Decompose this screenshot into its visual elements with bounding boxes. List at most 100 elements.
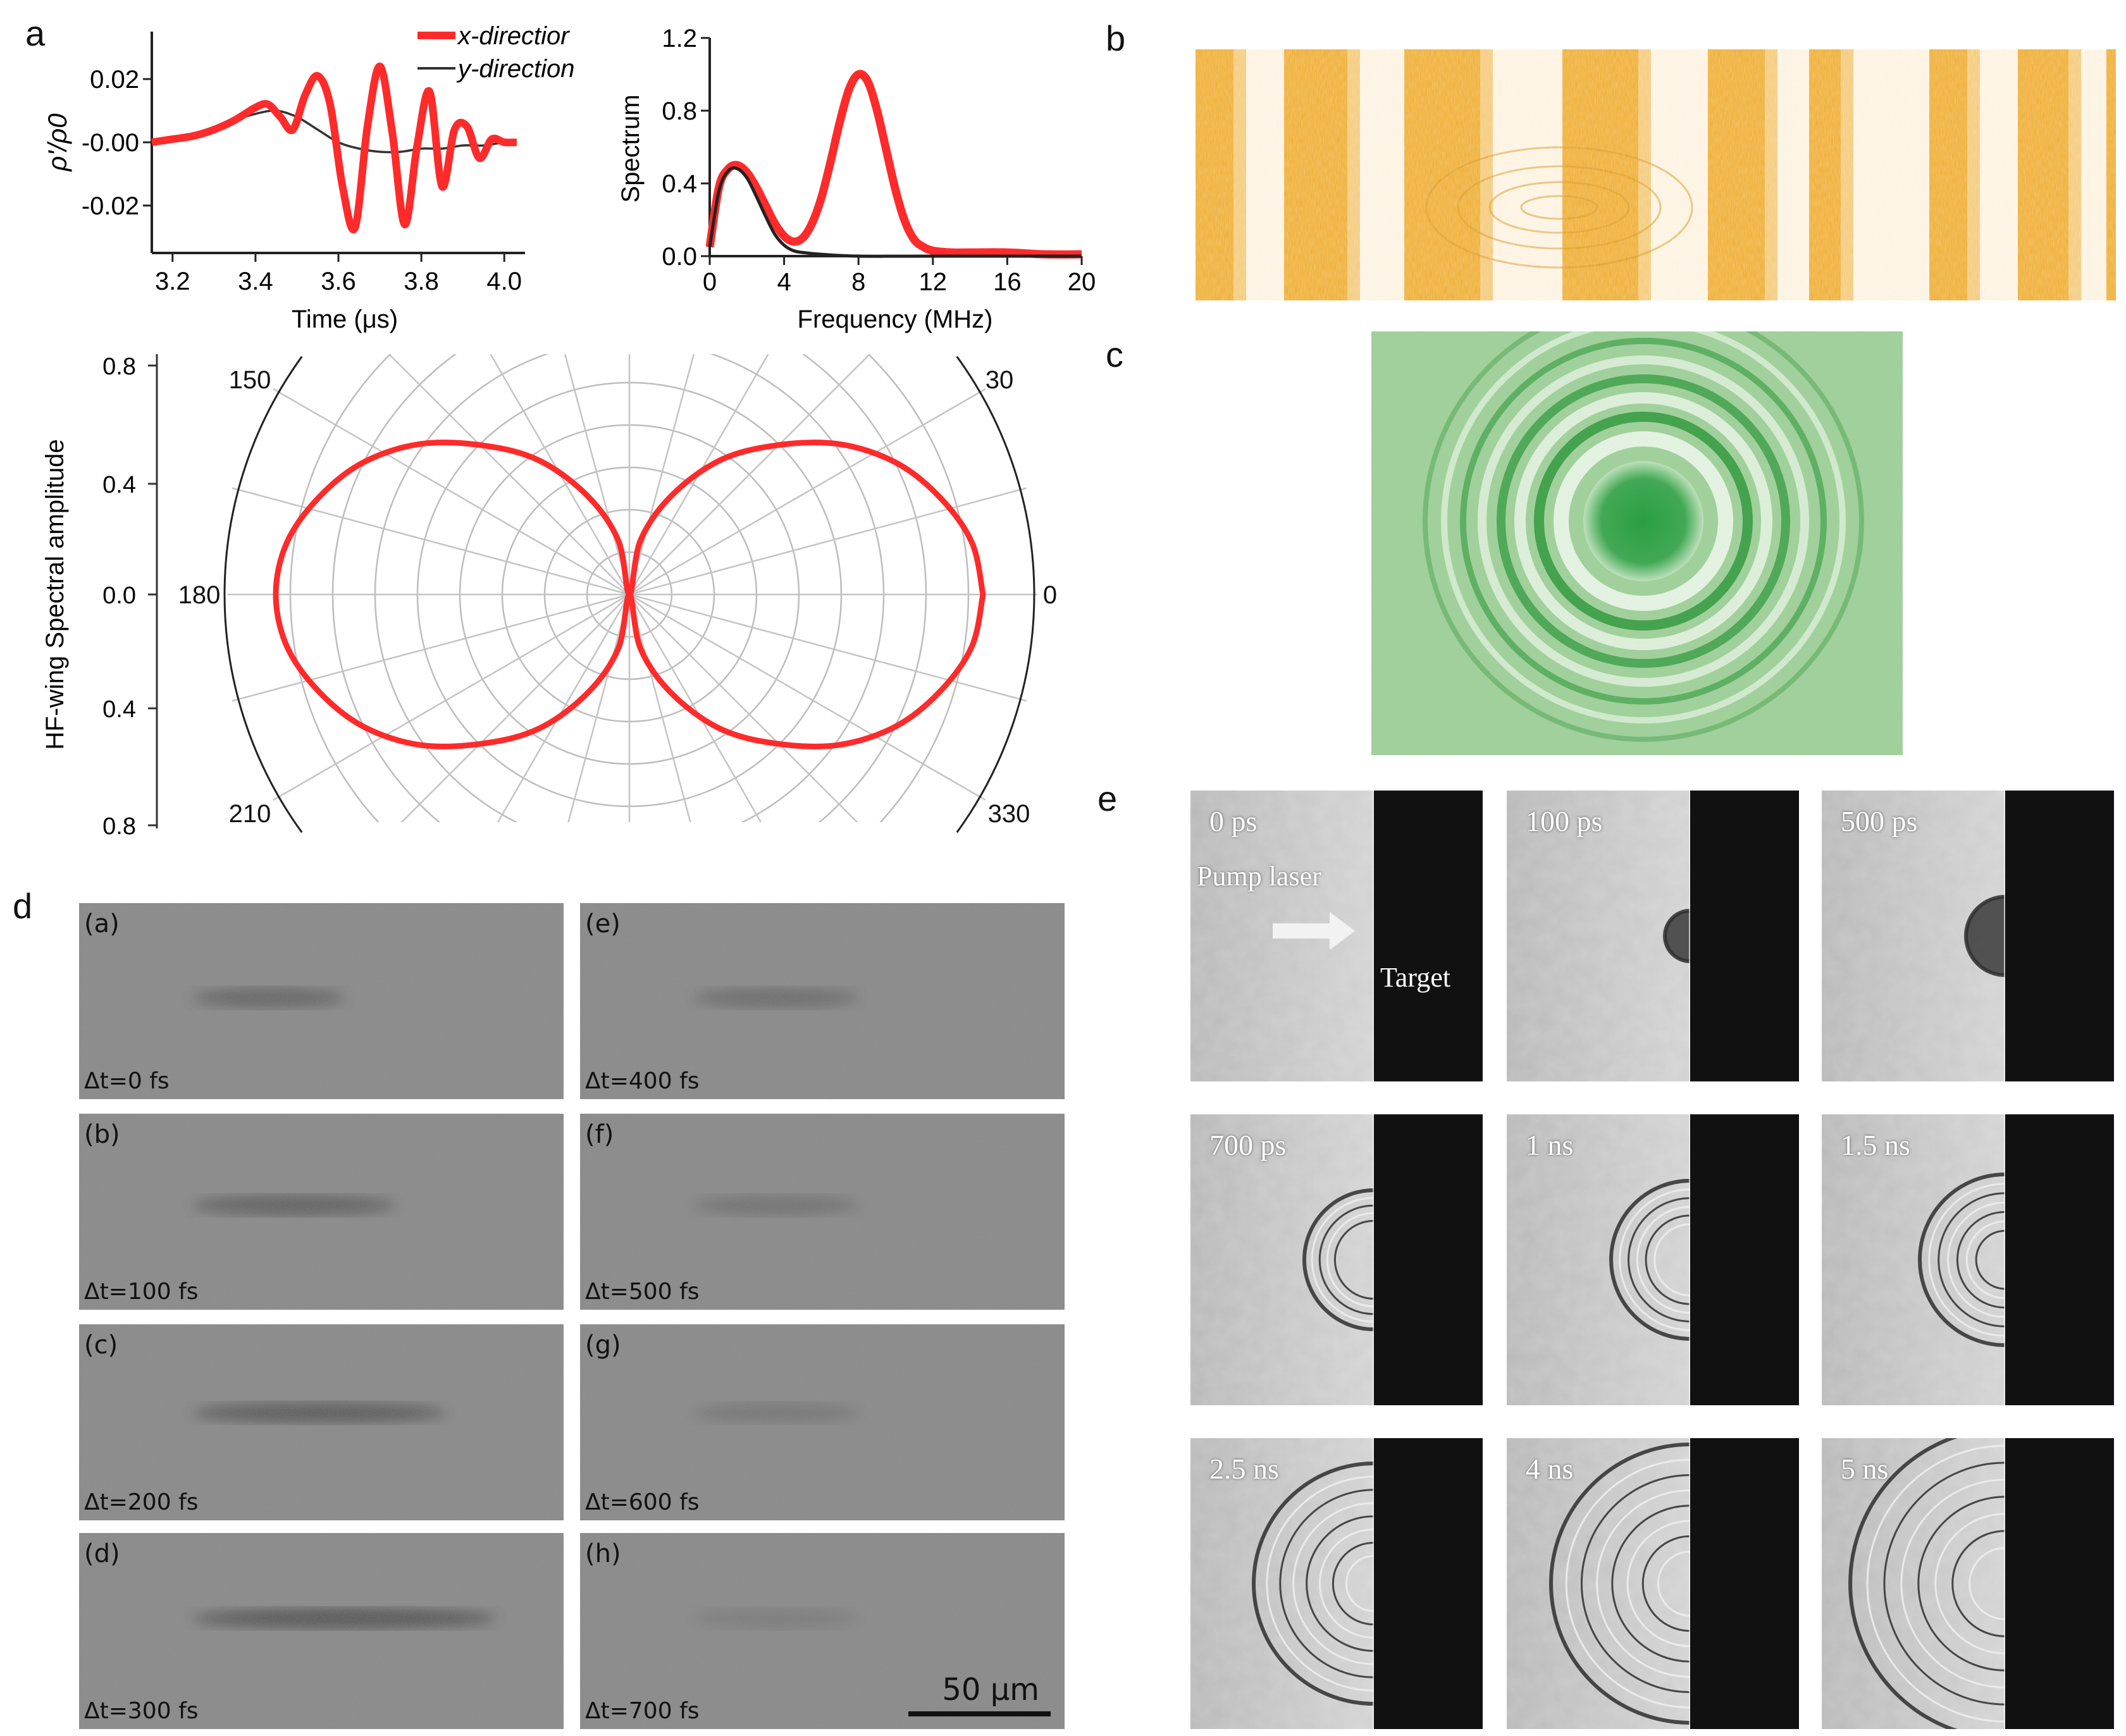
time-domain-chart: 3.2 3.4 3.6 3.8 4.0 0.02 -0.00 -0.02 x-directio…	[42, 22, 575, 333]
shockwave-image	[1822, 791, 2114, 1081]
shockwave-tile: 500 ps	[1822, 791, 2114, 1081]
shadowgraph-image	[79, 1533, 564, 1729]
spectrum-xtick-label: 16	[993, 268, 1022, 296]
scale-bar-label: 50 μm	[942, 1672, 1039, 1708]
shadowgraph-tile-time: Δt=700 fs	[585, 1698, 700, 1724]
spectrum-chart-xlabel: Frequency (MHz)	[798, 305, 993, 333]
spectrum-xtick-label: 20	[1068, 268, 1096, 296]
polar-grid-spoke	[232, 593, 630, 702]
time-ytick-label: -0.02	[82, 192, 139, 220]
polar-rtick-label: 0.8	[102, 813, 136, 840]
shockwave-image	[1507, 1438, 1799, 1729]
shadowgraph-tile-time: Δt=300 fs	[84, 1698, 199, 1724]
shadowgraph-tile-letter: (g)	[585, 1331, 621, 1360]
shadowgraph-image	[580, 903, 1065, 1099]
shadowgraph-tile: (b) Δt=100 fs	[79, 1114, 564, 1310]
polar-grid-spoke	[628, 594, 762, 822]
shadowgraph-tile-time: Δt=0 fs	[84, 1068, 170, 1094]
time-ytick-label: -0.00	[82, 129, 139, 157]
panel-letter-c: c	[1106, 335, 1123, 374]
shockwave-tile-time: 4 ns	[1526, 1453, 1574, 1485]
polar-rtick-label: 0.8	[102, 354, 136, 380]
spectrum-xtick-label: 4	[777, 268, 791, 296]
spectrum-ytick-label: 0.4	[662, 170, 697, 198]
time-xtick-label: 3.8	[404, 268, 439, 295]
fringe-image-orange	[1196, 49, 2116, 300]
polar-grid-spoke	[629, 487, 1027, 596]
shockwave-tile-time: 5 ns	[1841, 1453, 1889, 1485]
shockwave-tile-time: 1.5 ns	[1841, 1129, 1910, 1161]
shockwave-image	[1822, 1114, 2114, 1405]
polar-angle-label: 180	[178, 581, 221, 609]
shockwave-image	[1507, 791, 1799, 1081]
legend-label-x: x-directior	[457, 22, 570, 50]
shockwave-image	[1507, 1114, 1799, 1405]
spectrum-xtick-label: 12	[919, 268, 948, 296]
polar-grid-spoke	[629, 593, 986, 801]
time-xtick-label: 4.0	[486, 268, 522, 295]
arrow-right-icon	[1273, 912, 1361, 953]
shadowgraph-tile-letter: (b)	[84, 1120, 120, 1149]
pump-laser-label: Pump laser	[1197, 861, 1321, 892]
spectrum-ytick-label: 1.2	[662, 25, 697, 52]
shadowgraph-image	[79, 903, 564, 1099]
polar-angle-label: 330	[988, 800, 1030, 828]
polar-grid-spoke	[629, 594, 858, 822]
shadowgraph-image	[580, 1114, 1065, 1310]
series-line-x-direction	[151, 62, 517, 233]
shadowgraph-tile-time: Δt=200 fs	[84, 1489, 199, 1515]
shockwave-tile-time: 100 ps	[1526, 805, 1603, 837]
polar-angle-label: 210	[229, 800, 271, 828]
shadowgraph-tile-time: Δt=100 fs	[84, 1279, 199, 1305]
polar-grid-spoke	[273, 593, 630, 801]
shockwave-tile: 700 ps	[1190, 1114, 1483, 1405]
target-label: Target	[1380, 962, 1450, 993]
shockwave-tile: 4 ns	[1507, 1438, 1799, 1729]
shockwave-tile: 2.5 ns	[1190, 1438, 1483, 1729]
shadowgraph-image	[79, 1324, 564, 1520]
polar-grid-spoke	[232, 487, 630, 596]
time-xtick-label: 3.6	[321, 268, 356, 295]
polar-grid-spoke	[629, 593, 1027, 702]
time-chart-legend: x-directior y-direction	[417, 22, 575, 83]
shockwave-image	[1190, 1438, 1483, 1729]
shadowgraph-tile: (d)Δt=300 fs	[79, 1533, 564, 1729]
polar-angle-label: 0	[1043, 581, 1057, 609]
shadowgraph-tile-letter: (a)	[84, 909, 120, 939]
shadowgraph-tile-time: Δt=400 fs	[585, 1068, 700, 1094]
spectrum-chart-frame	[708, 38, 1082, 257]
polar-grid-spoke	[497, 594, 631, 822]
shockwave-tile-time: 1 ns	[1526, 1129, 1574, 1161]
spectrum-ytick-label: 0.8	[662, 97, 697, 125]
shadowgraph-tile-letter: (f)	[585, 1120, 614, 1149]
shockwave-tile-time: 2.5 ns	[1209, 1453, 1279, 1485]
polar-grid-spoke	[628, 354, 769, 595]
spectrum-series-red	[705, 70, 1082, 259]
shadowgraph-image	[580, 1533, 1065, 1729]
polar-grid-spoke	[388, 354, 630, 595]
legend-label-y: y-direction	[456, 55, 575, 83]
panel-letter-b: b	[1106, 18, 1126, 58]
polar-rtick-label: 0.4	[102, 696, 136, 723]
spectrum-xtick-label: 8	[851, 268, 865, 296]
time-ytick-label: 0.02	[90, 66, 139, 94]
time-xtick-label: 3.2	[155, 268, 190, 295]
shadowgraph-image	[79, 1114, 564, 1310]
scale-bar	[908, 1711, 1051, 1716]
shadowgraph-tile: (e) Δt=400 fs	[580, 903, 1065, 1099]
spectrum-series-black	[708, 166, 1082, 258]
polar-rtick-label: 0.0	[102, 582, 136, 609]
shockwave-tile: 5 ns	[1822, 1438, 2114, 1729]
shadowgraph-tile: (g)Δt=600 fs	[580, 1324, 1065, 1520]
polar-grid-spoke	[629, 388, 986, 596]
shadowgraph-tile-letter: (e)	[585, 909, 621, 939]
panel-letter-e: e	[1097, 779, 1118, 818]
shockwave-tile-time: 0 ps	[1209, 805, 1258, 837]
shockwave-tile-time: 500 ps	[1841, 805, 1918, 837]
time-xtick-label: 3.4	[238, 268, 273, 295]
polar-series-line	[273, 440, 986, 749]
spectrum-ytick-label: 0.0	[662, 243, 697, 271]
